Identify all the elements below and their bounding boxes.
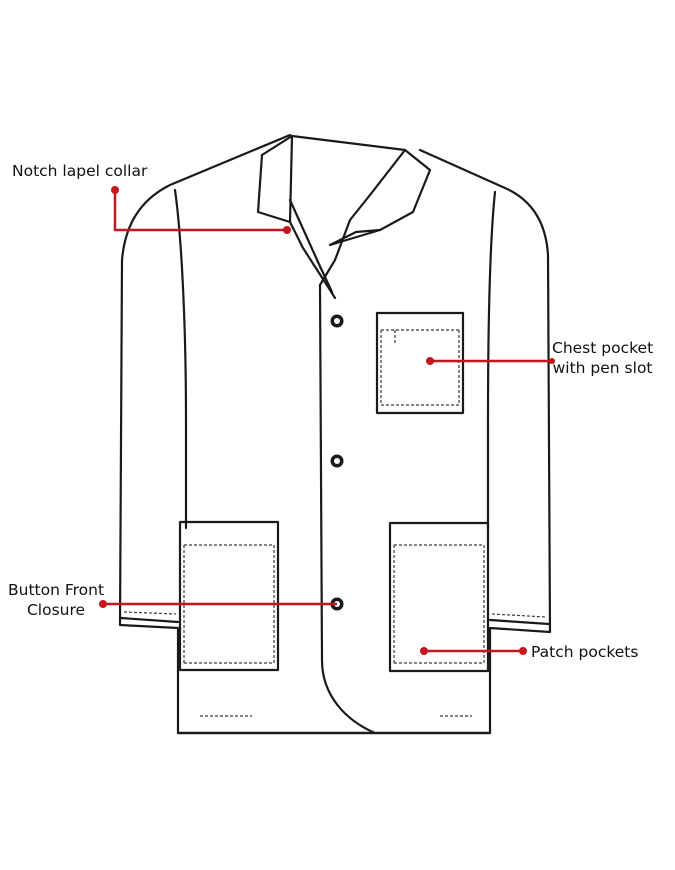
buttons xyxy=(330,314,344,611)
left-sleeve-seam xyxy=(173,188,188,530)
right-patch-pocket-shape xyxy=(388,521,490,673)
coat-body-outline xyxy=(118,133,552,735)
callout-text: Chest pocket xyxy=(552,339,654,357)
right-cuff xyxy=(488,618,551,626)
callout-chest-pocket: Chest pocket with pen slot xyxy=(552,338,653,378)
sleeve-cuff-stitch-right xyxy=(491,613,547,618)
chest-pocket-shape xyxy=(375,311,465,415)
chest-pocket-stitch xyxy=(380,329,460,406)
right-sleeve-seam xyxy=(486,190,497,530)
leader-dot-patch-pockets-end xyxy=(519,647,527,655)
sleeve-cuff-stitch-left xyxy=(123,611,177,615)
callout-patch-pockets: Patch pockets xyxy=(531,642,638,662)
leader-dot-chest-pocket xyxy=(426,357,434,365)
left-patch-pocket-shape xyxy=(178,520,280,672)
leader-dot-notch-lapel xyxy=(111,186,119,194)
collar-back xyxy=(256,153,292,224)
leader-dot-chest-pocket-end xyxy=(549,358,555,364)
left-cuff xyxy=(119,616,180,624)
leader-dot-patch-pockets xyxy=(420,647,428,655)
left-pocket-stitch xyxy=(183,544,275,664)
callout-button-front-closure: Button Front Closure xyxy=(8,580,104,620)
right-lapel xyxy=(328,228,382,247)
callout-text: with pen slot xyxy=(552,359,653,377)
right-pocket-stitch xyxy=(393,544,485,664)
leader-notch-lapel xyxy=(113,190,286,232)
left-lapel-edge xyxy=(288,198,334,294)
callout-text: Button Front xyxy=(8,581,105,599)
callout-notch-lapel-collar: Notch lapel collar xyxy=(12,161,147,181)
leader-dot-notch-lapel-end xyxy=(283,226,291,234)
right-lapel-line xyxy=(318,148,407,287)
collar-band xyxy=(260,134,432,232)
leader-dot-button-front xyxy=(99,600,107,608)
callout-text: Closure xyxy=(26,601,86,619)
callout-text: Notch lapel collar xyxy=(12,162,148,180)
callout-text: Patch pockets xyxy=(531,643,639,661)
front-placket xyxy=(318,283,377,735)
